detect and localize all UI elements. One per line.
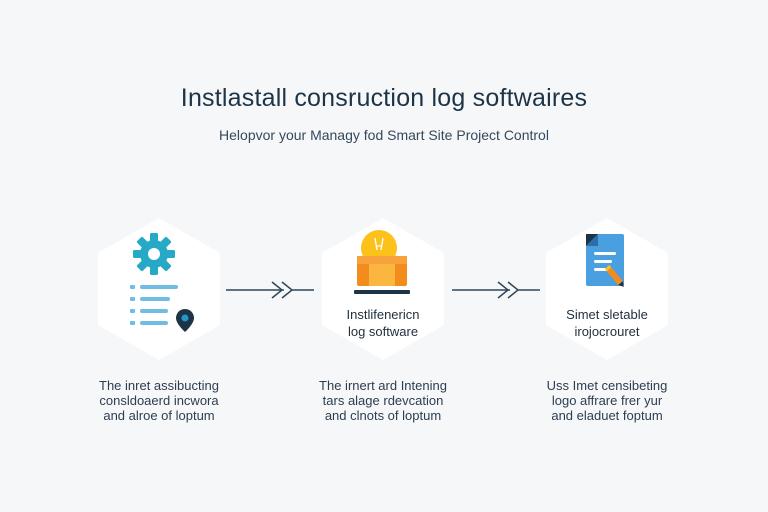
gear-checklist-icon (130, 233, 194, 332)
step-1 (96, 216, 222, 362)
step-1-description-line-3: and alroe of loptum (103, 408, 215, 423)
document-pencil-icon (586, 234, 624, 287)
step-3: Simet sletable irojocrouret (544, 216, 670, 362)
step-2-description-line-1: The irnert ard Intening (319, 378, 447, 393)
step-3-label-line-1: Simet sletable (566, 307, 648, 322)
arrow-right-icon (452, 281, 540, 299)
arrow-right-icon (226, 281, 314, 299)
step-2-hexagon (322, 218, 444, 360)
step-2-label-line-1: Instlifenericn (346, 307, 420, 322)
step-2-description-line-2: tars alage rdevcation (322, 393, 444, 408)
step-1-description-line-1: The inret assibucting (99, 378, 219, 393)
page-subtitle: Helopvor your Managy fod Smart Site Proj… (219, 127, 549, 143)
step-2-description-line-3: and clnots of loptum (324, 408, 442, 423)
step-2-label-line-2: log software (347, 324, 419, 339)
step-3-description-line-3: and eladuet foptum (551, 408, 663, 423)
step-2-description: The irnert ard Intening tars alage rdevc… (293, 378, 473, 423)
step-1-description: The inret assibucting consldoaerd incwor… (69, 378, 249, 423)
step-2-label: Instlifenericn log software (320, 306, 446, 340)
page-title: Instlastall consruction log softwaires (180, 84, 588, 112)
step-1-description-line-2: consldoaerd incwora (99, 393, 219, 408)
step-3-description-line-1: Uss Imet censibeting (546, 378, 668, 393)
lightbulb-box-icon (354, 230, 410, 294)
step-3-label-line-2: irojocrouret (574, 324, 640, 339)
step-3-hexagon (546, 218, 668, 360)
step-3-description-line-2: logo affrare frer yur (551, 393, 663, 408)
step-3-description: Uss Imet censibeting logo affrare frer y… (517, 378, 697, 423)
step-3-label: Simet sletable irojocrouret (544, 306, 670, 340)
step-2: Instlifenericn log software (320, 216, 446, 362)
